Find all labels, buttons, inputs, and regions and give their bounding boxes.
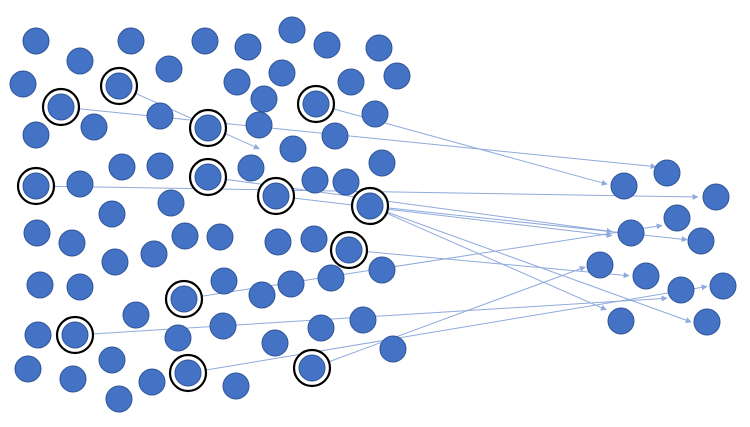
right-node-10 [709,272,737,300]
right-node-7 [586,251,614,279]
left-node-5 [278,16,306,44]
left-node-69 [138,368,166,396]
left-node-15 [383,62,411,90]
right-node-2 [653,159,681,187]
left-node-6 [313,31,341,59]
left-node-13 [268,59,296,87]
right-node-6 [687,227,715,255]
left-node-27 [108,153,136,181]
edge-layer [48,90,708,372]
left-node-63 [164,324,192,352]
left-node-55 [248,281,276,309]
left-node-40 [23,219,51,247]
left-node-26 [279,135,307,163]
right-node-11 [607,307,635,335]
right-node-4 [617,219,645,247]
edge-arrow-11 [200,284,708,372]
left-node-49 [26,271,54,299]
left-node-44 [264,228,292,256]
left-node-25 [321,122,349,150]
left-node-16 [47,93,75,121]
left-node-68 [98,346,126,374]
left-node-10 [105,72,133,100]
left-node-17 [250,85,278,113]
left-node-51 [210,267,238,295]
left-node-71 [222,372,250,400]
left-node-66 [14,355,42,383]
left-node-33 [66,170,94,198]
edge-arrow-6 [381,210,607,311]
left-node-37 [157,189,185,217]
left-node-9 [155,55,183,83]
left-node-20 [80,113,108,141]
left-node-22 [245,111,273,139]
left-node-65 [379,335,407,363]
left-node-3 [191,27,219,55]
left-node-52 [277,270,305,298]
edge-arrow-9 [196,223,663,298]
left-node-38 [356,192,384,220]
left-node-36 [332,168,360,196]
right-node-8 [632,262,660,290]
left-node-48 [335,236,363,264]
left-node-2 [117,27,145,55]
left-node-61 [307,314,335,342]
left-node-30 [237,154,265,182]
left-node-8 [66,47,94,75]
left-node-53 [317,264,345,292]
left-node-7 [365,34,393,62]
left-node-50 [66,273,94,301]
left-node-42 [171,222,199,250]
left-node-32 [22,172,50,200]
node-layer [9,16,737,413]
left-node-56 [170,285,198,313]
left-node-73 [105,385,133,413]
right-node-1 [610,172,638,200]
left-node-58 [24,321,52,349]
left-node-45 [300,225,328,253]
left-node-1 [22,27,50,55]
left-node-62 [349,306,377,334]
left-node-34 [262,182,290,210]
left-node-64 [261,329,289,357]
left-node-19 [146,102,174,130]
left-node-46 [140,240,168,268]
edge-arrow-14 [288,197,613,238]
left-node-43 [206,223,234,251]
left-node-11 [9,70,37,98]
left-node-4 [234,33,262,61]
right-node-5 [663,204,691,232]
left-node-35 [301,166,329,194]
left-node-31 [368,149,396,177]
left-node-12 [223,68,251,96]
left-node-57 [122,301,150,329]
left-node-70 [174,359,202,387]
left-node-24 [22,121,50,149]
edge-arrow-7 [382,209,692,323]
right-node-12 [693,308,721,336]
left-node-23 [361,100,389,128]
left-node-41 [58,229,86,257]
left-node-39 [98,200,126,228]
left-node-29 [194,163,222,191]
right-node-3 [702,183,730,211]
left-node-18 [302,90,330,118]
left-node-60 [209,312,237,340]
edge-arrow-12 [324,266,586,364]
left-node-21 [194,114,222,142]
left-node-28 [146,152,174,180]
left-node-72 [298,354,326,382]
left-node-47 [101,248,129,276]
left-node-54 [368,256,396,284]
left-node-14 [337,68,365,96]
right-node-9 [667,276,695,304]
left-node-67 [59,365,87,393]
left-node-59 [61,321,89,349]
